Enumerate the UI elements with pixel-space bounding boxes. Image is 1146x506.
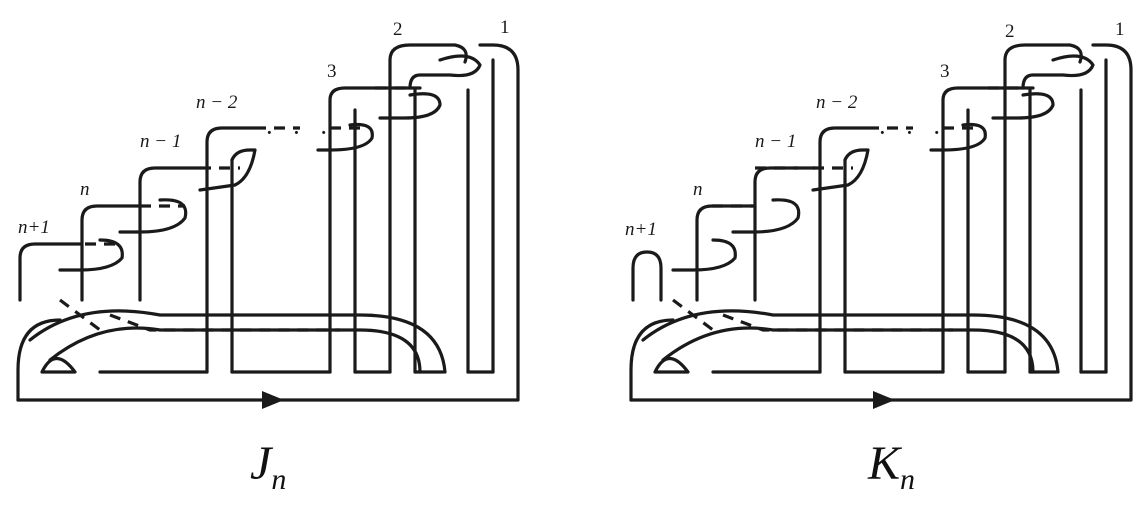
strand-n-2 xyxy=(818,126,870,374)
strand-label-n: n xyxy=(80,179,90,200)
strand-label-n-plus-1: n+1 xyxy=(18,217,50,238)
strand-3 xyxy=(328,86,422,374)
hidden-crossings xyxy=(85,86,405,246)
bottom-loop-left xyxy=(40,356,77,374)
strand-3 xyxy=(941,86,1035,374)
strand-1 xyxy=(466,58,495,374)
arrow-right-icon xyxy=(873,391,895,409)
hidden-crossings xyxy=(712,86,1018,208)
clasp-n-2 xyxy=(198,148,257,192)
strand-n xyxy=(695,204,757,302)
strand-n-plus-1 xyxy=(18,242,82,302)
ellipsis: · · · xyxy=(878,118,947,147)
strand-label-1: 1 xyxy=(500,17,510,38)
clasp-n xyxy=(58,238,124,272)
title-main: J xyxy=(250,437,272,490)
clasp-n-1 xyxy=(731,198,801,234)
strand-label-2: 2 xyxy=(1005,21,1015,42)
strand-label-n-minus-1: n − 1 xyxy=(140,131,182,152)
bottom-sweep-2 xyxy=(661,326,1035,374)
outer-left-strand xyxy=(629,318,675,402)
title-subscript: n xyxy=(900,463,916,496)
strand-1 xyxy=(1079,58,1108,374)
knot-diagram-k-n xyxy=(629,43,1133,409)
clasp-2 xyxy=(378,92,442,120)
strand-n-plus-1-cap xyxy=(631,250,663,302)
strand-label-3: 3 xyxy=(940,61,950,82)
clasp-3 xyxy=(929,122,987,152)
strand-label-1: 1 xyxy=(1115,19,1125,40)
clasp-n-2 xyxy=(811,148,870,192)
strand-n-1 xyxy=(138,166,202,302)
bottom-loop-left xyxy=(653,356,690,374)
diagram-title: Kn xyxy=(868,437,915,495)
strand-n xyxy=(80,204,142,302)
strand-label-2: 2 xyxy=(393,19,403,40)
strand-label-n: n xyxy=(693,179,703,200)
clasp-3 xyxy=(316,122,374,152)
clasp-n-1 xyxy=(118,198,188,234)
bottom-sweep-1 xyxy=(28,309,447,374)
hidden-sweep xyxy=(59,298,340,332)
strand-n-1 xyxy=(753,166,817,302)
clasp-n xyxy=(671,238,737,272)
diagram-title: Jn xyxy=(250,437,286,495)
strand-label-n-minus-1: n − 1 xyxy=(755,131,797,152)
bottom-sweep-2 xyxy=(48,326,422,374)
ellipsis: · · · xyxy=(265,118,334,147)
outer-left-strand xyxy=(16,318,62,402)
hidden-sweep xyxy=(672,298,953,332)
outer-strand xyxy=(16,43,520,402)
title-subscript: n xyxy=(271,463,287,496)
clasp-1 xyxy=(408,54,482,90)
strand-label-n-plus-1: n+1 xyxy=(625,219,657,240)
diagram-j-n: 1 2 3 n − 2 n − 1 n n+1 · · · Jn xyxy=(16,17,520,495)
strand-n-2 xyxy=(205,126,257,374)
diagram-k-n: 1 2 3 n − 2 n − 1 n n+1 · · · Kn xyxy=(573,0,1146,506)
clasp-2 xyxy=(991,92,1055,120)
knot-diagram-j-n xyxy=(16,43,520,409)
strand-label-n-minus-2: n − 2 xyxy=(816,92,858,113)
clasp-1 xyxy=(1021,54,1095,90)
outer-strand xyxy=(629,43,1133,402)
strand-label-3: 3 xyxy=(327,61,337,82)
bottom-sweep-1 xyxy=(641,309,1060,374)
strand-label-n-minus-2: n − 2 xyxy=(196,92,238,113)
arrow-right-icon xyxy=(262,391,284,409)
title-main: K xyxy=(868,437,901,490)
